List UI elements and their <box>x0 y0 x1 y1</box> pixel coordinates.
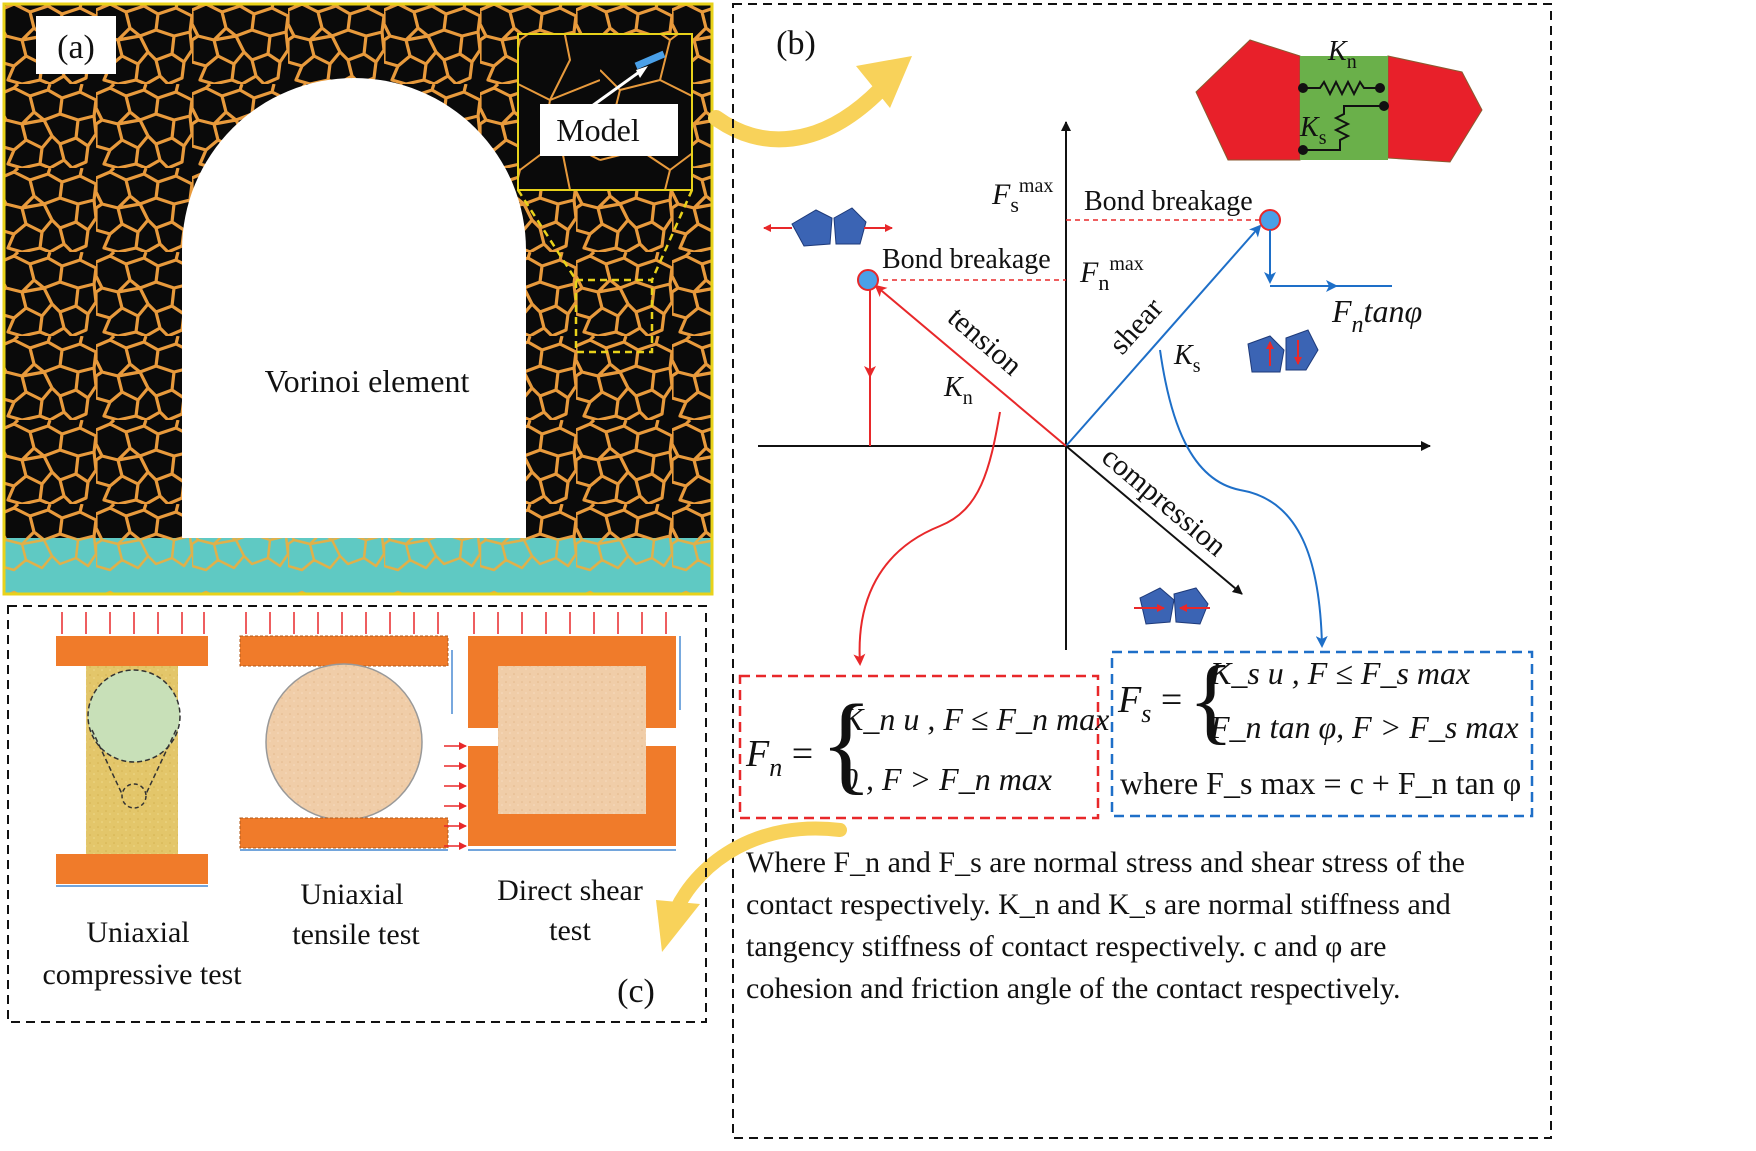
connector-arrow-a-b <box>708 82 888 148</box>
bond-breakage-right: Bond breakage <box>1084 186 1253 217</box>
fs-eq-brace: { <box>1188 646 1234 753</box>
description-line-4: cohesion and friction angle of the conta… <box>746 972 1400 1005</box>
fn-eq-line2: 0 , F > F_n max <box>842 761 1052 797</box>
spring-ks-label: Ks <box>1299 112 1327 149</box>
spring-node <box>1375 83 1385 93</box>
fs-eq-line1: K_s u , F ≤ F_s max <box>1209 655 1470 691</box>
connector-shear-eq <box>1159 349 1328 648</box>
tensile-specimen <box>239 612 449 851</box>
shear-breakage-point <box>1259 209 1281 231</box>
fn-tan-phi-label: Fntanφ <box>1331 293 1422 338</box>
panel-a-label: (a) <box>57 29 95 66</box>
fn-eq-line1: K_n u , F ≤ F_n max <box>841 701 1109 737</box>
description-line-1: Where F_n and F_s are normal stress and … <box>746 846 1465 879</box>
connector-tension-eq <box>853 411 1001 666</box>
zoom-line-left <box>516 189 578 281</box>
compression-line <box>1065 445 1243 595</box>
fs-eq-line3: where F_s max = c + F_n tan φ <box>1120 765 1521 801</box>
ks-label: Ks <box>1173 340 1201 377</box>
spring-node <box>1298 145 1308 155</box>
connector-arrow-b-c <box>669 821 847 917</box>
tension-line <box>874 284 1067 447</box>
description-line-3: tangency stiffness of contact respective… <box>746 930 1386 963</box>
panel-a: (a) Model Vorinoi element <box>2 2 714 596</box>
direct-shear-specimen <box>444 612 681 851</box>
direct-shear-label-2: test <box>549 914 591 947</box>
base-layer <box>4 538 712 594</box>
panel-a-label-box <box>36 16 116 74</box>
tensile-label-1: Uniaxial <box>300 878 403 911</box>
fn-equation-box <box>738 674 1100 820</box>
compression-particles-icon <box>1134 587 1210 625</box>
model-pointer <box>591 68 643 108</box>
model-pointer-head <box>636 66 648 78</box>
connector-arrow-b-c-head <box>656 900 700 952</box>
panel-c: (c) Uniaxial compressive test <box>7 605 707 1023</box>
panel-b-border <box>732 3 1552 1139</box>
fs-eq-lhs: Fs = <box>1117 679 1182 728</box>
compression-label: compression <box>1096 440 1233 563</box>
ucs-label-1: Uniaxial <box>86 916 189 949</box>
spring-kn-label: Kn <box>1327 36 1357 73</box>
tensile-label-2: tensile test <box>292 918 420 951</box>
ucs-specimen <box>56 612 208 887</box>
red-block-left <box>1195 39 1301 161</box>
shear-particles-icon <box>1247 329 1319 373</box>
zoom-line-right <box>650 189 694 281</box>
panel-a-border <box>2 2 714 596</box>
spring-node <box>1298 83 1308 93</box>
spring-node <box>1379 101 1389 111</box>
panel-c-border <box>7 605 707 1023</box>
description-line-2: contact respectively. K_n and K_s are no… <box>746 888 1451 921</box>
tension-label: tension <box>941 300 1028 382</box>
shear-line <box>1065 224 1262 447</box>
model-label: Model <box>556 112 640 148</box>
fn-max-label: Fnmax <box>1079 253 1144 295</box>
normal-spring <box>1304 79 1380 97</box>
kn-label: Kn <box>943 372 973 409</box>
ucs-label-2: compressive test <box>42 958 242 991</box>
fn-eq-brace: { <box>820 682 873 804</box>
fs-max-label: Fsmax <box>991 175 1053 217</box>
panel-c-label: (c) <box>617 973 655 1010</box>
direct-shear-label-1: Direct shear <box>497 874 643 907</box>
fs-equation-box <box>1110 650 1534 818</box>
bond-highlight <box>634 50 666 70</box>
red-block-right <box>1387 55 1483 163</box>
model-label-box <box>540 104 678 156</box>
vorinoi-element-label: Vorinoi element <box>265 363 470 399</box>
shear-spring <box>1303 105 1384 151</box>
zoom-region <box>574 278 654 354</box>
tunnel-opening <box>182 78 526 538</box>
fs-eq-line2: F_n tan φ, F > F_s max <box>1209 709 1519 745</box>
tension-particles-icon <box>763 207 893 247</box>
fn-eq-lhs: Fn = <box>745 733 813 782</box>
bond-breakage-left: Bond breakage <box>882 244 1051 275</box>
panel-b: (b) Kn Ks Fsmax Fnmax Bond breakage Fnta… <box>732 3 1552 1139</box>
tension-breakage-point <box>857 269 879 291</box>
connector-arrow-a-b-head <box>856 56 912 108</box>
panel-b-label: (b) <box>776 25 816 62</box>
